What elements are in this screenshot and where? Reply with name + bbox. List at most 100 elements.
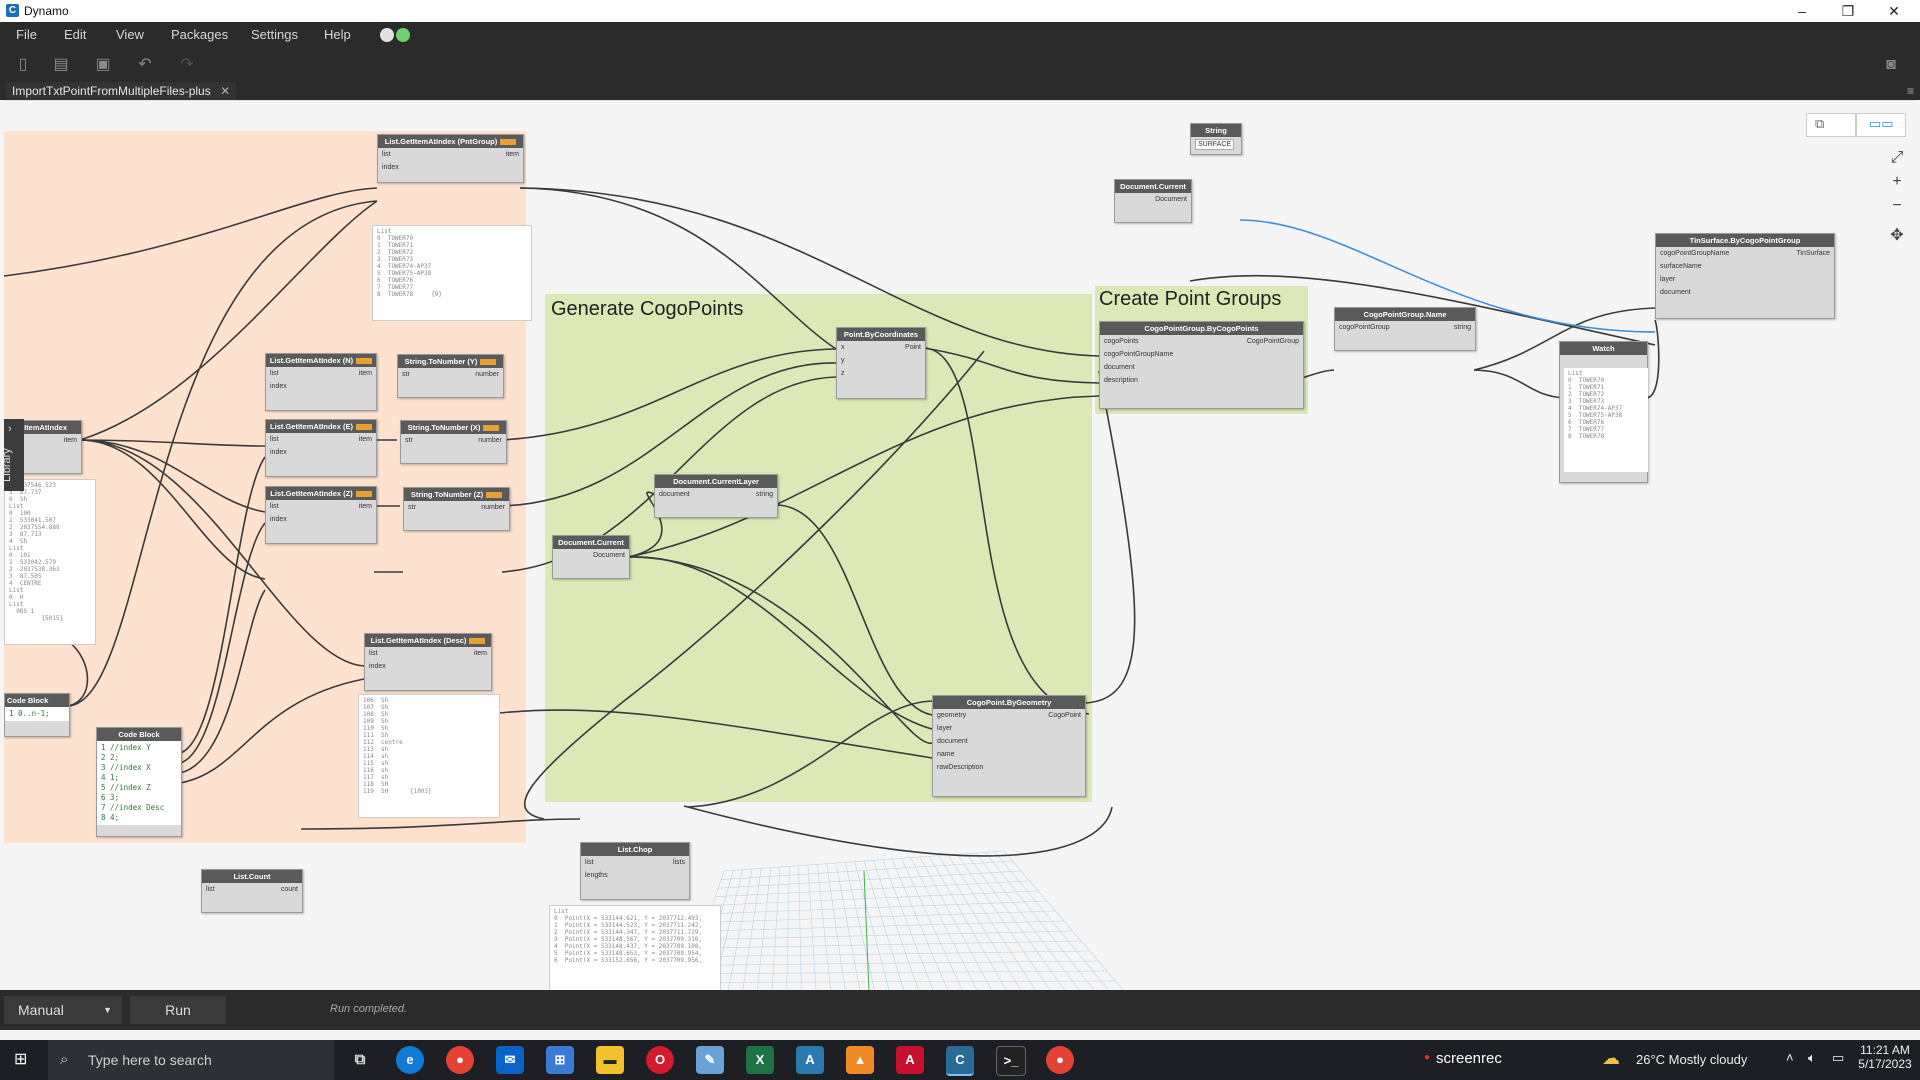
port-str[interactable]: str (405, 437, 413, 444)
node-document-current-mid[interactable]: Document.Current Document (552, 535, 630, 579)
node-codeblock-range[interactable]: Code Block 1 0..n-1; (4, 693, 70, 737)
windows-start-icon[interactable]: ⊞ (14, 1051, 28, 1068)
port-list[interactable]: list (206, 886, 215, 893)
port-item[interactable]: item (473, 650, 487, 657)
port-rawdescription[interactable]: rawDescription (937, 764, 984, 771)
port-cogopointgroupname[interactable]: cogoPointGroupName (1660, 250, 1730, 257)
close-button[interactable]: ✕ (1888, 3, 1900, 19)
notification-icon[interactable] (380, 28, 394, 42)
port-geometry[interactable]: geometry (937, 712, 967, 719)
restore-button[interactable]: ❐ (1841, 3, 1855, 19)
port-surfacename[interactable]: surfaceName (1660, 263, 1702, 270)
port-index[interactable]: index (270, 516, 287, 523)
port-count[interactable]: count (280, 886, 298, 893)
clock[interactable]: 11:21 AM 5/17/2023 (1856, 1043, 1914, 1071)
autocad-icon[interactable]: A (896, 1046, 924, 1074)
port-index[interactable]: index (270, 383, 287, 390)
port-list[interactable]: list (382, 151, 391, 158)
port-list[interactable]: list (585, 859, 594, 866)
port-document[interactable]: document (937, 738, 968, 745)
menu-view[interactable]: View (116, 27, 144, 42)
port-point[interactable]: Point (905, 344, 921, 351)
menu-edit[interactable]: Edit (64, 27, 87, 42)
civil3d-icon[interactable]: C (946, 1046, 974, 1076)
notes-icon[interactable]: ✎ (696, 1046, 724, 1074)
tab-close-icon[interactable]: ✕ (220, 84, 231, 98)
code-editor[interactable]: 1 //index Y 2 2; 3 //index X 4 1; 5 //in… (97, 741, 181, 825)
camera-icon[interactable]: ◙ (1886, 56, 1896, 73)
store-icon[interactable]: ⊞ (546, 1046, 574, 1074)
port-document[interactable]: document (1104, 364, 1135, 371)
port-item[interactable]: item (358, 503, 372, 510)
port-item[interactable]: item (358, 370, 372, 377)
taskbar-search[interactable]: ⌕ Type here to search (48, 1040, 334, 1080)
open-file-icon[interactable]: ▤ (53, 56, 69, 73)
menu-settings[interactable]: Settings (251, 27, 298, 42)
port-x[interactable]: x (841, 344, 845, 351)
string-value-input[interactable]: SURFACE (1195, 139, 1235, 150)
minimize-button[interactable]: – (1798, 3, 1806, 19)
save-icon[interactable]: ▣ (95, 56, 111, 73)
autocad-a-icon[interactable]: A (796, 1046, 824, 1074)
node-watch[interactable]: Watch List 0 TOWER70 1 TOWER71 2 TOWER72… (1559, 341, 1648, 483)
port-layer[interactable]: layer (1660, 276, 1676, 283)
port-document[interactable]: document (659, 491, 690, 498)
menu-file[interactable]: File (16, 27, 37, 42)
library-tab[interactable]: › Library (4, 419, 24, 491)
edge-icon[interactable]: e (396, 1046, 424, 1074)
menu-help[interactable]: Help (324, 27, 351, 42)
new-file-icon[interactable]: ▯ (18, 56, 28, 73)
task-view-icon[interactable]: ⧉ (354, 1051, 366, 1068)
graph-view-toggle[interactable]: ▭▭ (1856, 113, 1906, 137)
port-description[interactable]: description (1104, 377, 1138, 384)
port-item[interactable]: item (358, 436, 372, 443)
port-lengths[interactable]: lengths (585, 872, 608, 879)
node-tinsurface-bycogopointgroup[interactable]: TinSurface.ByCogoPointGroup cogoPointGro… (1655, 233, 1835, 319)
zoom-to-fit-icon[interactable]: ⤢ (1890, 149, 1904, 166)
tab-menu-icon[interactable]: ≡ (1906, 84, 1914, 98)
port-document[interactable]: document (1660, 289, 1691, 296)
port-tinsurface[interactable]: TinSurface (1796, 250, 1830, 257)
port-cogopointgroup[interactable]: CogoPointGroup (1246, 338, 1299, 345)
network-icon[interactable]: ▭ (1832, 1050, 1845, 1065)
port-item[interactable]: item (505, 151, 519, 158)
menu-packages[interactable]: Packages (171, 27, 229, 42)
port-cogopoint[interactable]: CogoPoint (1048, 712, 1081, 719)
terminal-icon[interactable]: >_ (996, 1046, 1026, 1076)
port-z[interactable]: z (841, 370, 845, 377)
port-item[interactable]: item (63, 437, 77, 444)
volume-icon[interactable]: 🔈︎ (1808, 1050, 1816, 1065)
weather-text[interactable]: 26°C Mostly cloudy (1636, 1052, 1748, 1067)
mail-icon[interactable]: ✉ (496, 1046, 524, 1074)
port-document[interactable]: Document (1155, 196, 1187, 203)
port-number[interactable]: number (481, 504, 505, 511)
port-str[interactable]: str (402, 371, 410, 378)
port-str[interactable]: str (408, 504, 416, 511)
code-editor[interactable]: 1 0..n-1; (5, 707, 69, 721)
file-explorer-icon[interactable]: ▬ (596, 1046, 624, 1074)
pan-icon[interactable]: ✥ (1890, 227, 1904, 244)
opera-icon[interactable]: O (646, 1046, 674, 1074)
port-lists[interactable]: lists (672, 859, 685, 866)
port-string[interactable]: string (1453, 324, 1471, 331)
port-list[interactable]: list (270, 503, 279, 510)
graph-canvas[interactable]: Generate CogoPoints Create Point Groups (4, 100, 1916, 991)
port-list[interactable]: list (270, 436, 279, 443)
port-document[interactable]: Document (593, 552, 625, 559)
port-layer[interactable]: layer (937, 725, 953, 732)
port-string[interactable]: string (755, 491, 773, 498)
port-index[interactable]: index (369, 663, 386, 670)
